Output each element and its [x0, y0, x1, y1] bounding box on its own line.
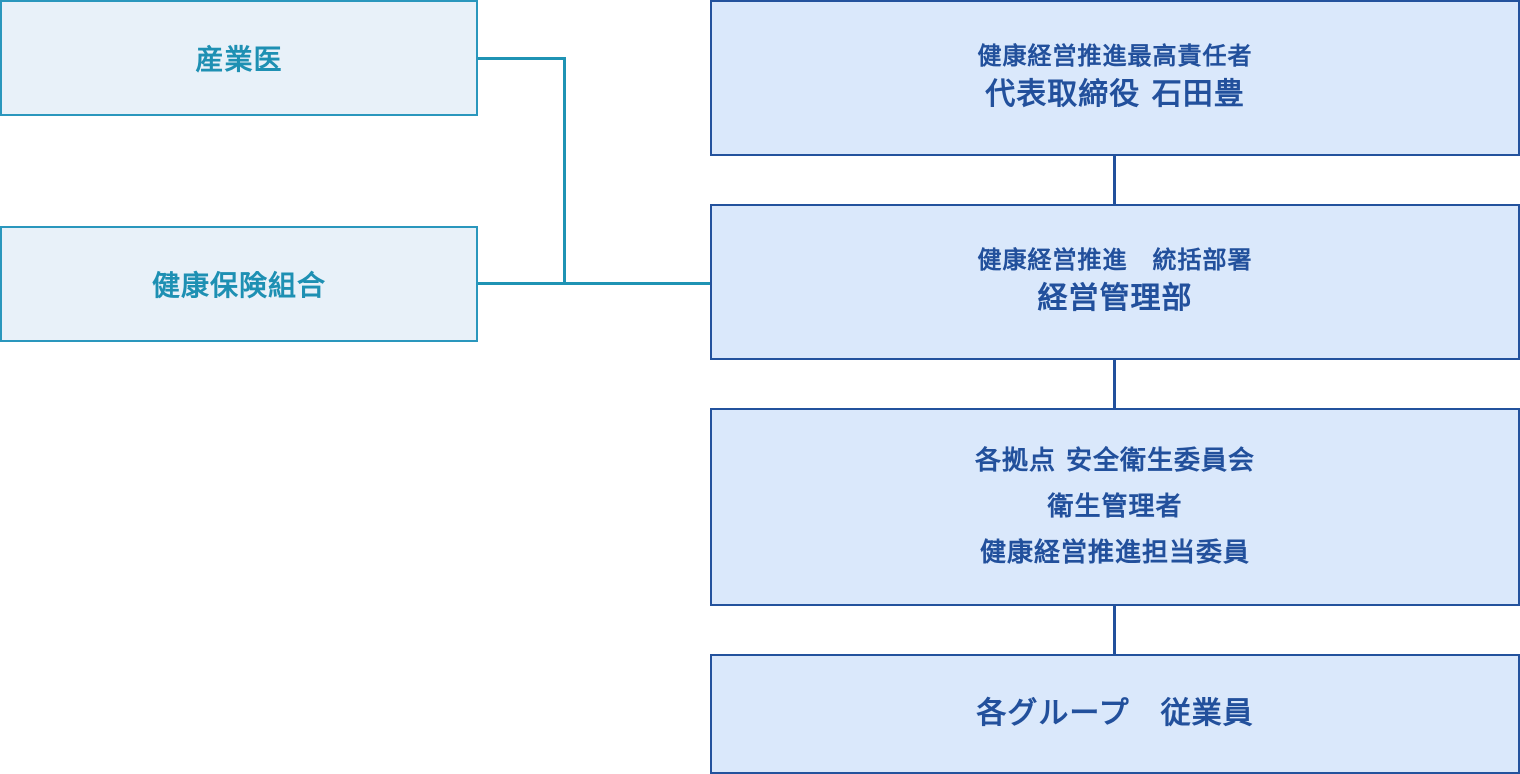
connector-dept-to-committee [1113, 360, 1116, 408]
department-name: 経営管理部 [1037, 281, 1193, 316]
department-title: 健康経営推進 統括部署 [977, 246, 1253, 274]
ceo-name: 代表取締役 石田豊 [985, 77, 1245, 112]
health-insurance-association-label: 健康保険組合 [151, 269, 326, 302]
committee-box: 各拠点 安全衛生委員会 衛生管理者 健康経営推進担当委員 [710, 408, 1520, 606]
connector-committee-to-employees [1113, 606, 1116, 654]
department-box: 健康経営推進 統括部署 経営管理部 [710, 204, 1520, 360]
employees-box: 各グループ 従業員 [710, 654, 1520, 774]
occupational-physician-box: 産業医 [0, 0, 478, 116]
ceo-box: 健康経営推進最高責任者 代表取締役 石田豊 [710, 0, 1520, 156]
ceo-title: 健康経営推進最高責任者 [977, 42, 1253, 70]
committee-line-2: 衛生管理者 [1047, 492, 1183, 522]
health-insurance-association-box: 健康保険組合 [0, 226, 478, 342]
occupational-physician-label: 産業医 [195, 43, 283, 76]
connector-side-vertical [563, 57, 566, 285]
connector-insurance-horizontal [478, 282, 710, 285]
employees-label: 各グループ 従業員 [976, 696, 1254, 731]
committee-line-3: 健康経営推進担当委員 [979, 538, 1250, 568]
connector-physician-horizontal [478, 57, 566, 60]
connector-ceo-to-dept [1113, 156, 1116, 204]
committee-line-1: 各拠点 安全衛生委員会 [974, 446, 1256, 476]
